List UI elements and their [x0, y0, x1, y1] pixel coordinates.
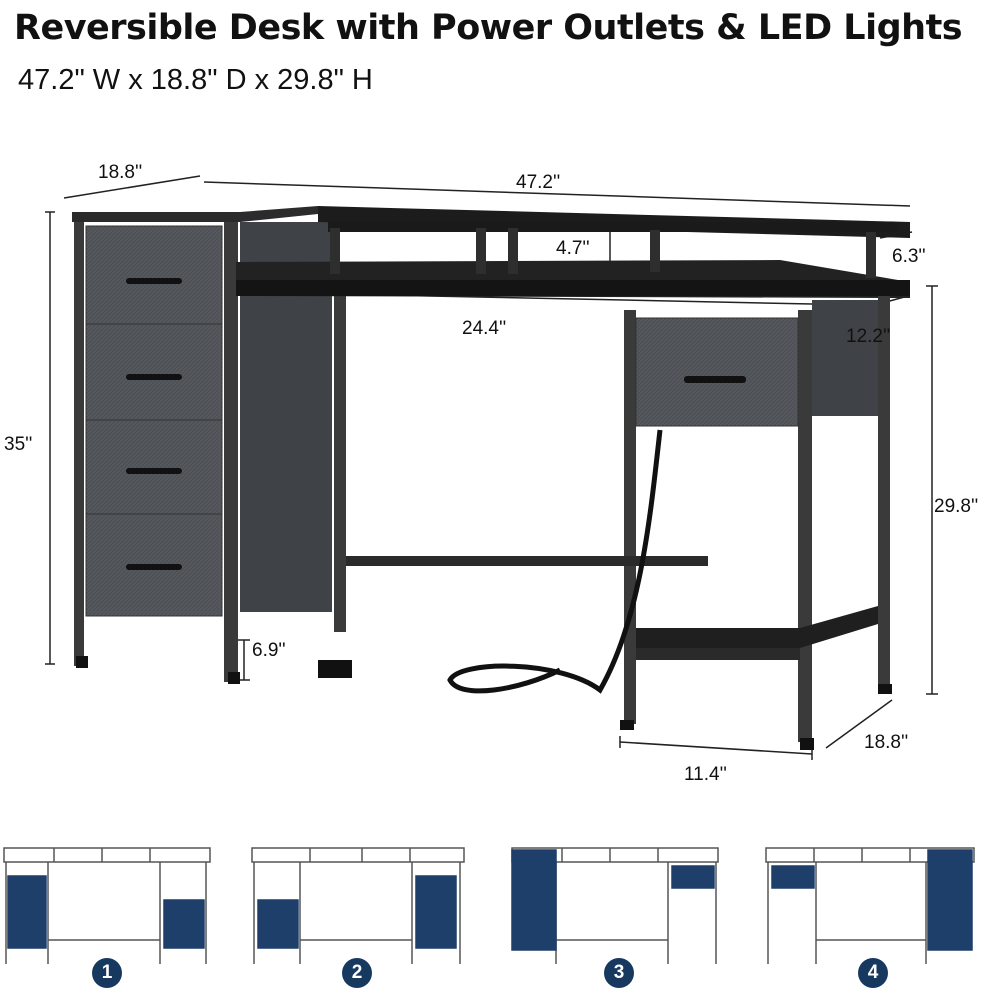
dim-riser-height: 4.7'': [556, 238, 590, 259]
configuration-2: [251, 847, 465, 964]
dim-desk-span: 24.4'': [462, 318, 507, 339]
dim-top-width: 47.2'': [516, 172, 561, 193]
right-drawer: [635, 317, 799, 427]
dim-cabinet-depth: 12.2'': [846, 326, 891, 347]
configuration-badge-1: 1: [92, 958, 122, 988]
product-dimensions-summary: 47.2" W x 18.8" D x 29.8" H: [18, 64, 373, 96]
configuration-3: [511, 847, 719, 964]
configuration-4: [765, 847, 975, 964]
dim-cabinet-width: 11.4'': [684, 764, 727, 785]
dim-left-depth: 18.8'': [98, 162, 143, 183]
dim-total-height: 35'': [4, 434, 33, 455]
configuration-badge-2: 2: [342, 958, 372, 988]
plug-icon: [318, 660, 352, 678]
dim-riser-depth: 6.3'': [892, 246, 926, 267]
dim-base-depth: 18.8'': [864, 732, 909, 753]
dim-desk-height: 29.8'': [934, 496, 979, 517]
left-drawers: [85, 225, 223, 617]
configuration-badge-3: 3: [604, 958, 634, 988]
configuration-1: [3, 847, 211, 964]
dim-floor-clearance: 6.9'': [252, 640, 286, 661]
product-title: Reversible Desk with Power Outlets & LED…: [14, 8, 963, 48]
configuration-badge-4: 4: [858, 958, 888, 988]
